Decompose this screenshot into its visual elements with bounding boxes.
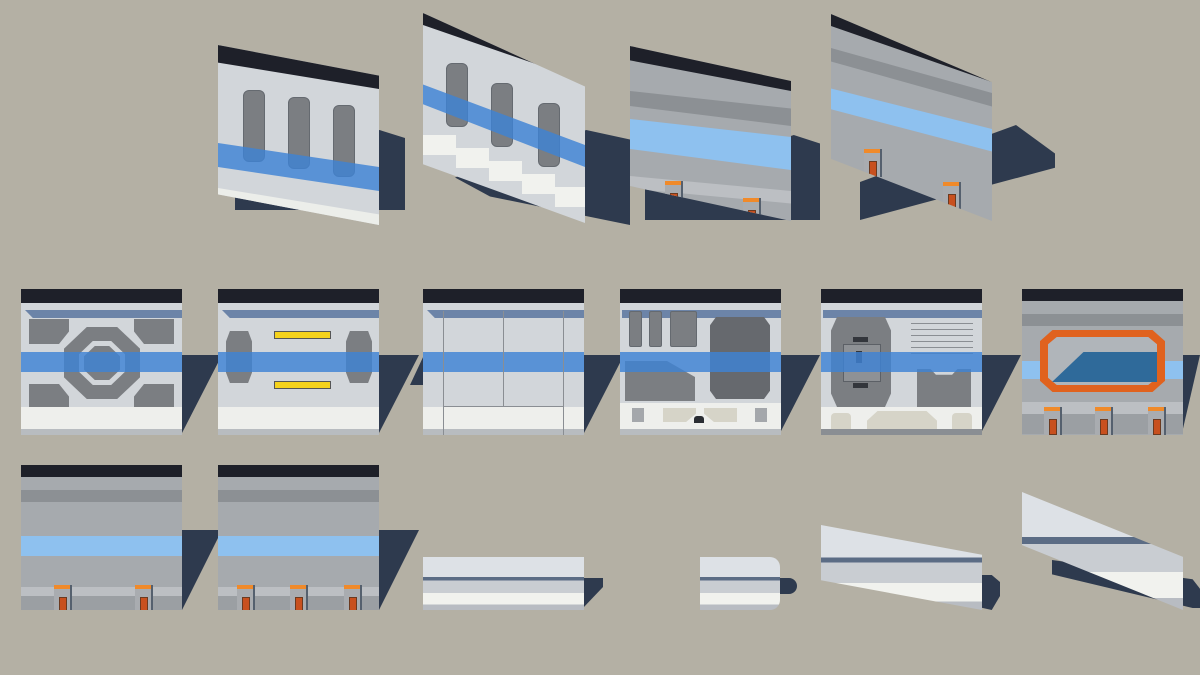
stair-step xyxy=(555,187,585,207)
vent-icon xyxy=(344,585,360,610)
trim-straight-short-rounded xyxy=(700,557,780,610)
wall-plain-seams xyxy=(423,289,584,435)
stair-step xyxy=(522,174,555,194)
slanted-wall-grey-vents-b xyxy=(831,14,992,221)
wall-mixed-panels xyxy=(620,289,781,435)
slanted-wall-three-slots xyxy=(218,45,379,225)
stair-wall-three-slots xyxy=(423,13,585,223)
light-strip-icon xyxy=(274,331,331,339)
vent-icon xyxy=(54,585,70,610)
wall-console-grille xyxy=(821,289,982,435)
trim-slanted-a xyxy=(821,525,982,610)
wall-grey-two-vents xyxy=(21,465,182,610)
panel-shadow xyxy=(583,578,603,608)
trim-straight-long xyxy=(423,557,584,610)
stair-step xyxy=(423,135,456,155)
vent-icon xyxy=(290,585,306,610)
vent-icon xyxy=(943,182,959,210)
vent-icon xyxy=(864,149,880,177)
light-strip-icon xyxy=(274,381,331,389)
vent-icon xyxy=(1148,407,1164,435)
wall-grey-three-vents xyxy=(218,465,379,610)
panel-shadow xyxy=(182,530,222,610)
stair-step xyxy=(489,161,522,181)
vent-icon xyxy=(1095,407,1111,435)
vent-icon xyxy=(1044,407,1060,435)
wall-octagon-panels xyxy=(21,289,182,435)
panel-shadow xyxy=(379,530,419,610)
stair-step xyxy=(456,148,489,168)
vent-icon xyxy=(135,585,151,610)
vent-icon xyxy=(237,585,253,610)
slanted-wall-grey-vents-a xyxy=(630,46,791,221)
panel-shadow xyxy=(775,578,797,594)
wall-yellow-lights xyxy=(218,289,379,435)
trim-slanted-b xyxy=(1022,492,1183,610)
wall-window-orange xyxy=(1022,289,1183,435)
